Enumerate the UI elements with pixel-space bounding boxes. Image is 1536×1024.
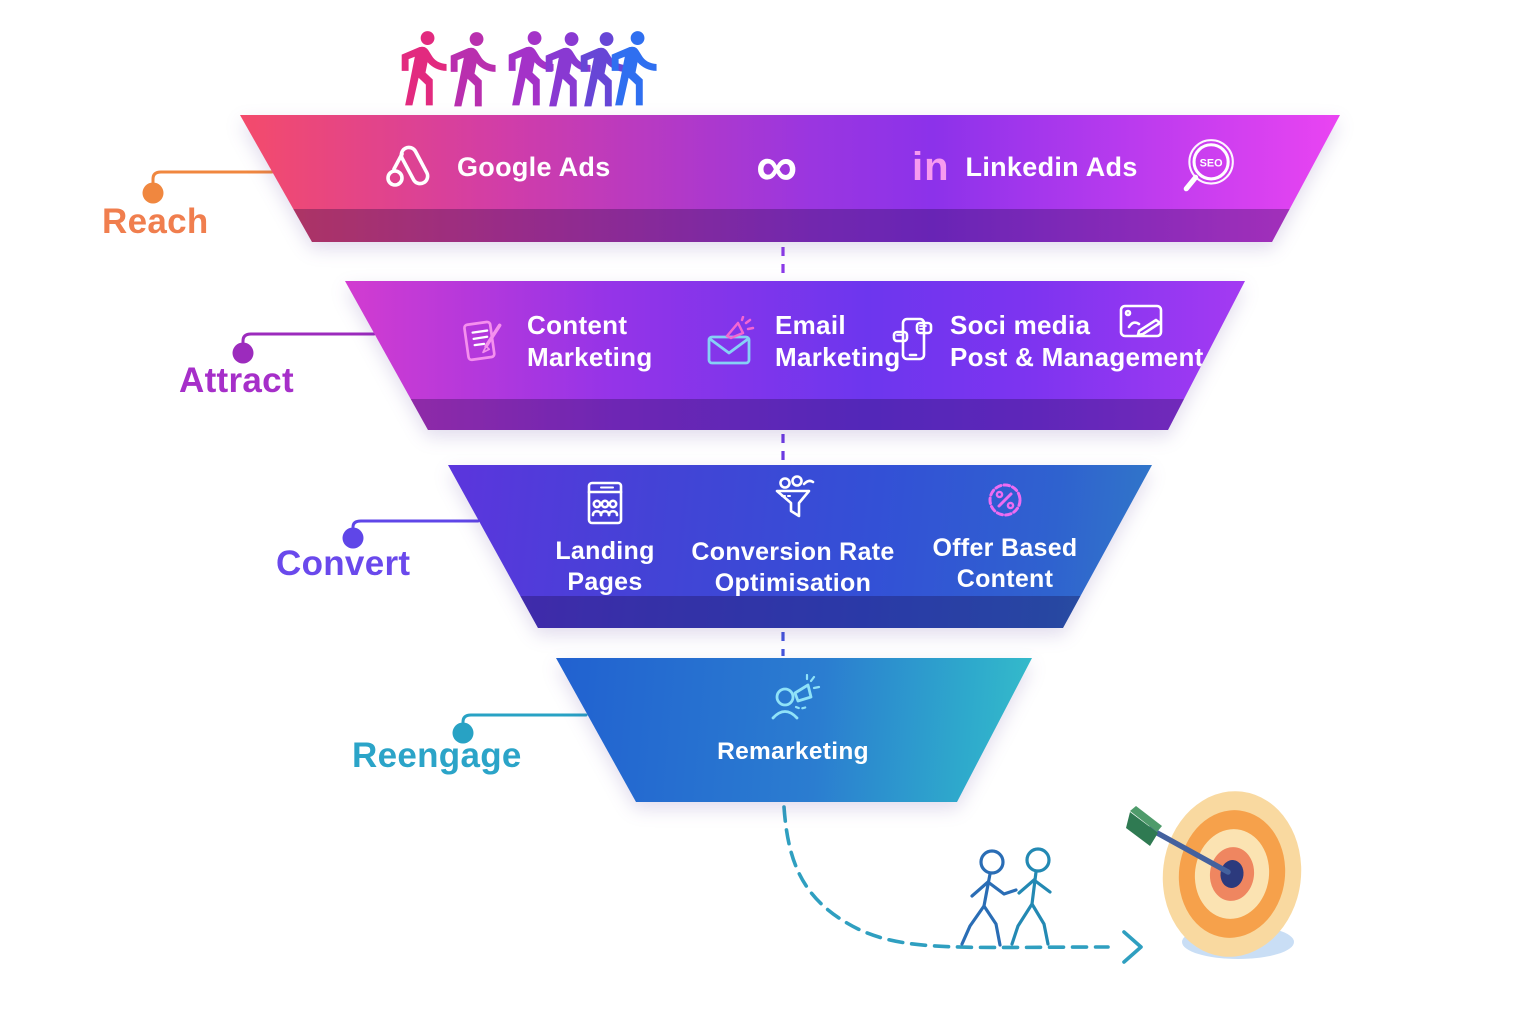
offer-content-label: Offer Based Content xyxy=(932,534,1078,593)
browser-design-icon-group xyxy=(1117,301,1169,345)
audience-walkers xyxy=(401,31,657,107)
customers-walking xyxy=(960,847,1052,947)
walking-person-icon xyxy=(611,31,657,106)
meta-infinity-icon: ∞ xyxy=(756,134,798,199)
label-connectors xyxy=(142,170,588,744)
target-illustration xyxy=(1126,791,1302,959)
funnel-item-landing-pages: Landing Pages xyxy=(505,479,705,597)
walking-person-icon xyxy=(450,32,496,107)
funnel-band-convert: Landing Pages Conversion Rate Optimisati… xyxy=(448,465,1152,628)
funnel-item-social-media: Soci media Post & Management xyxy=(890,281,1204,403)
dart-fletching xyxy=(1130,806,1162,832)
cro-label: Conversion Rate Optimisation xyxy=(691,538,895,597)
dart-fletching xyxy=(1126,812,1158,846)
exit-dashed-path xyxy=(782,805,1110,950)
walking-person-icon xyxy=(580,32,626,107)
funnel-band-reach: Google Ads ∞ in Linkedin Ads SEO xyxy=(240,115,1340,242)
reach-connector-dot xyxy=(142,182,164,204)
target-board xyxy=(1162,791,1302,957)
funnel-item-remarketing: Remarketing xyxy=(673,674,913,766)
offer-badge-icon xyxy=(988,483,1022,517)
social-media-label: Soci media Post & Management xyxy=(950,310,1204,372)
seo-badge-text: SEO xyxy=(1200,157,1223,169)
google-ads-icon xyxy=(386,145,430,187)
funnel-item-google-ads: Google Ads xyxy=(385,115,611,219)
landing-pages-icon xyxy=(587,481,623,525)
linkedin-ads-label: Linkedin Ads xyxy=(965,151,1138,182)
funnel-item-linkedin-ads: in Linkedin Ads xyxy=(912,115,1138,219)
funnel-item-cro: Conversion Rate Optimisation xyxy=(673,473,913,598)
target-shadow xyxy=(1182,925,1294,959)
email-marketing-icon xyxy=(707,316,755,365)
linkedin-icon: in xyxy=(912,145,950,189)
funnel-item-email-marketing: Email Marketing xyxy=(705,281,901,403)
dart-shaft xyxy=(1147,826,1231,875)
customer-outline-icon xyxy=(1010,847,1052,946)
google-ads-label: Google Ads xyxy=(457,151,611,182)
remarketing-icon xyxy=(771,674,821,720)
walking-person-icon xyxy=(508,31,554,106)
seo-magnifier-icon: SEO xyxy=(1183,139,1234,192)
conversion-funnel-icon xyxy=(775,475,815,518)
funnel-item-meta: ∞ xyxy=(756,115,797,219)
funnel-band-attract: Content Marketing Email Marketing xyxy=(345,281,1245,430)
content-marketing-icon xyxy=(463,320,502,362)
stage-label-attract: Attract xyxy=(179,361,294,400)
walking-person-icon xyxy=(401,31,447,106)
exit-path-arrowhead xyxy=(1122,930,1143,964)
stage-label-convert: Convert xyxy=(276,544,411,583)
content-marketing-label: Content Marketing xyxy=(527,310,653,372)
funnel-item-offer-content: Offer Based Content xyxy=(905,477,1105,594)
email-marketing-label: Email Marketing xyxy=(775,310,901,372)
customer-outline-icon xyxy=(960,849,1018,947)
landing-pages-label: Landing Pages xyxy=(555,537,655,596)
funnel-item-seo: SEO xyxy=(1178,115,1238,219)
browser-pencil-icon xyxy=(1119,304,1163,338)
walking-person-icon xyxy=(545,32,591,107)
social-media-phone-icon xyxy=(892,317,933,361)
stage-label-reengage: Reengage xyxy=(352,736,522,775)
funnel-band-reengage: Remarketing xyxy=(556,658,1032,802)
stage-label-reach: Reach xyxy=(102,202,209,241)
remarketing-label: Remarketing xyxy=(717,738,869,765)
funnel-item-content-marketing: Content Marketing xyxy=(457,281,653,403)
